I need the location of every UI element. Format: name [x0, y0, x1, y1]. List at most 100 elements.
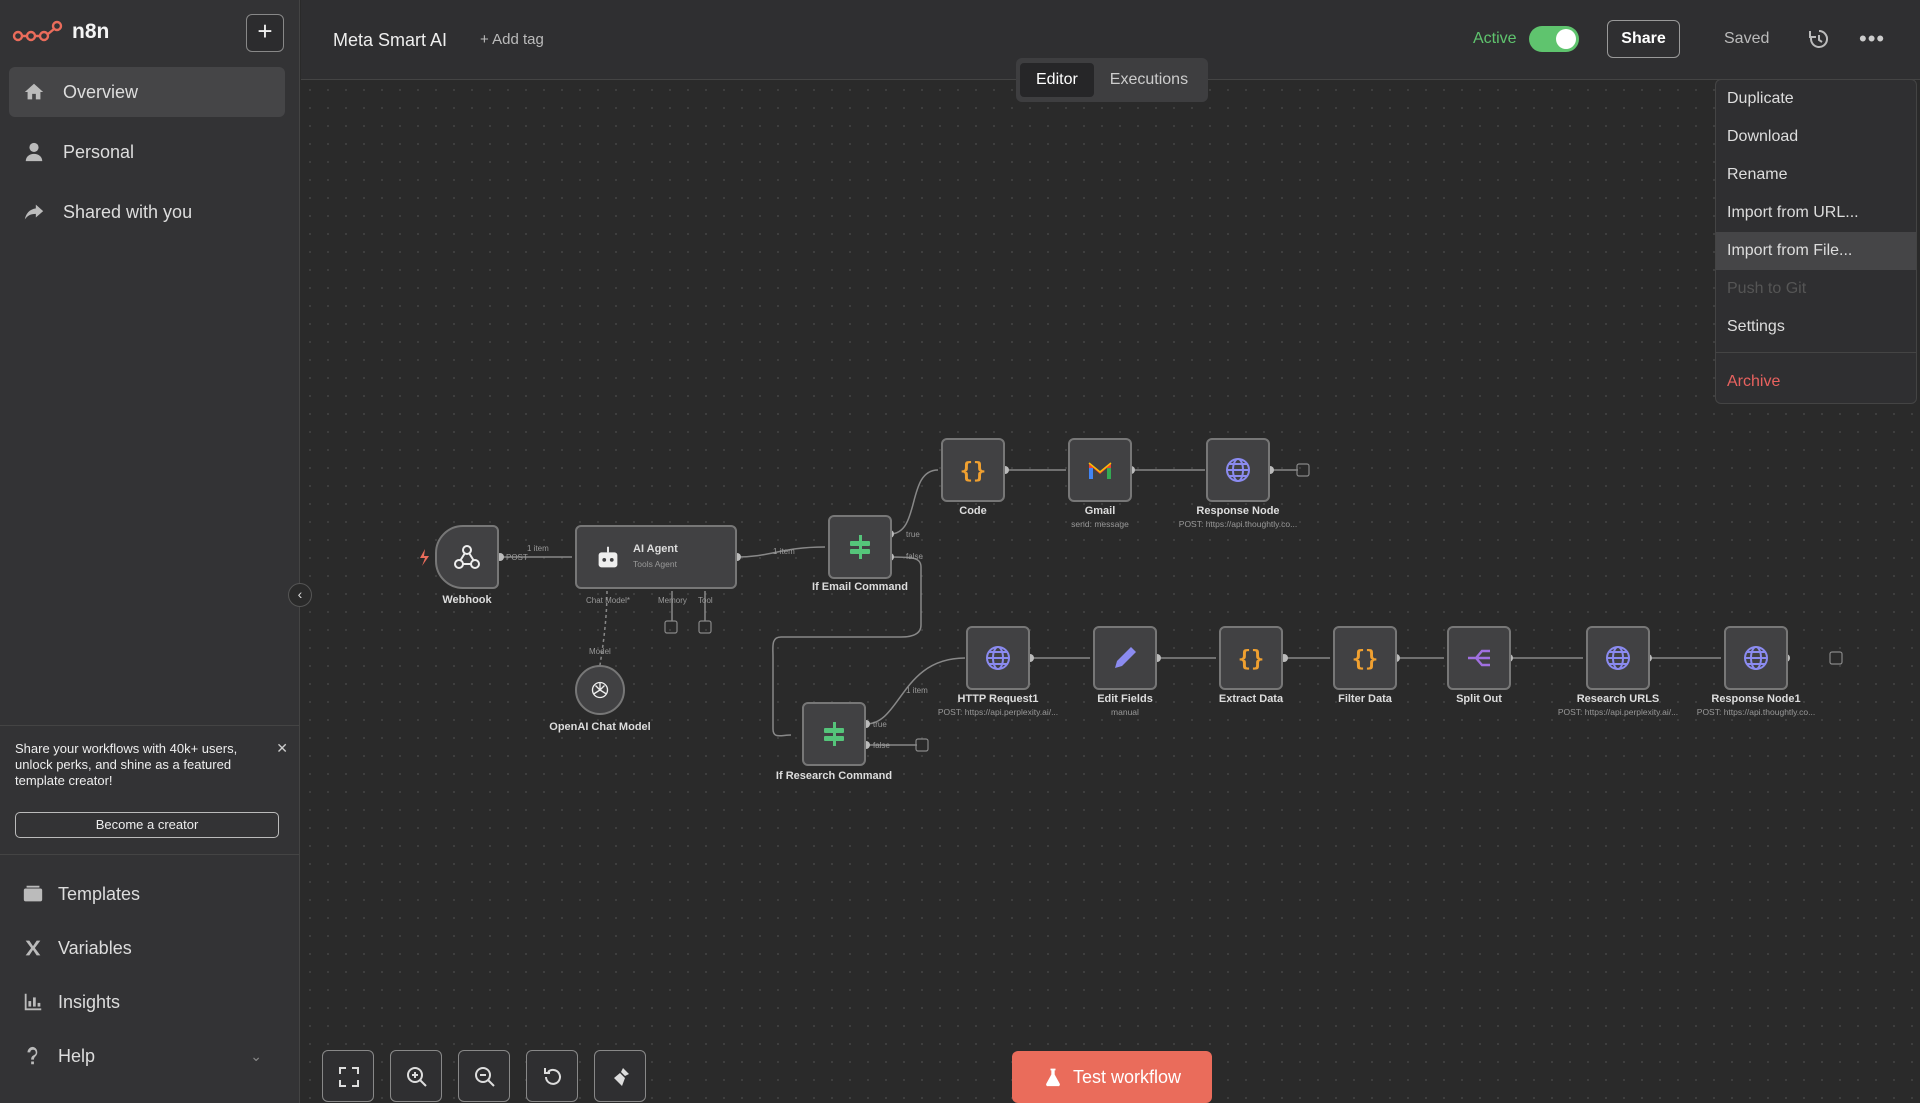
gmail-node[interactable]	[1068, 438, 1132, 502]
node-label: Response Node	[1196, 505, 1280, 517]
broom-icon	[614, 1068, 629, 1086]
edge-label: 1 item	[527, 544, 549, 553]
edge-label: 1 item	[906, 686, 928, 695]
menu-item-import-file[interactable]: Import from File...	[1716, 232, 1916, 270]
share-icon	[24, 204, 44, 220]
menu-item-rename[interactable]: Rename	[1727, 166, 1788, 183]
gmail-icon	[1088, 462, 1112, 479]
n8n-logo-icon	[12, 20, 63, 42]
workflow-name[interactable]: Meta Smart AI	[333, 30, 448, 50]
globe-icon	[1606, 646, 1630, 670]
openai-chat-model-node[interactable]	[575, 665, 625, 715]
sidebar-item-shared[interactable]: Shared with you	[9, 187, 285, 237]
if-email-command-node[interactable]	[828, 515, 892, 579]
app-name: n8n	[72, 20, 110, 43]
sidebar-item-personal[interactable]: Personal	[9, 127, 285, 177]
create-button[interactable]: +	[246, 14, 284, 52]
chevron-down-icon: ⌄	[250, 1047, 262, 1064]
menu-item-duplicate[interactable]: Duplicate	[1727, 90, 1794, 107]
n8n-logo[interactable]: n8n	[12, 18, 109, 46]
add-tag-link[interactable]: + Add tag	[480, 31, 544, 48]
history-icon[interactable]	[1807, 27, 1831, 51]
node-label: OpenAI Chat Model	[549, 721, 651, 733]
menu-item-import-url[interactable]: Import from URL...	[1727, 204, 1859, 221]
variables-icon	[25, 940, 41, 956]
code-braces-icon: {}	[1238, 647, 1265, 672]
view-tabs: Editor Executions	[1016, 58, 1208, 102]
webhook-node[interactable]	[435, 525, 499, 589]
node-label: Response Node1	[1711, 693, 1801, 705]
port-label: Memory	[658, 596, 687, 605]
sidebar-item-help[interactable]: Help ⌄	[22, 1045, 262, 1067]
zoom-out-button[interactable]	[458, 1050, 510, 1102]
http-request-node[interactable]	[966, 626, 1030, 690]
node-subtitle: POST: https://api.perplexity.ai/...	[1557, 707, 1679, 717]
response-node-1[interactable]	[1724, 626, 1788, 690]
sidebar-item-label: Overview	[63, 81, 139, 102]
node-subtitle: POST: https://api.thoughtly.co...	[1178, 519, 1298, 529]
promo-text: Share your workflows with 40k+ users, un…	[15, 741, 238, 788]
sidebar-item-overview[interactable]: Overview	[9, 67, 285, 117]
sidebar: n8n + Overview Personal Shared with you …	[0, 0, 300, 1103]
test-workflow-label: Test workflow	[1072, 1066, 1182, 1087]
svg-text:{}: {}	[1352, 647, 1379, 672]
sidebar-item-variables[interactable]: Variables	[22, 937, 132, 959]
node-label: Code	[959, 505, 987, 517]
sidebar-item-insights[interactable]: Insights	[22, 991, 120, 1013]
share-button[interactable]: Share	[1607, 20, 1680, 58]
node-label: If Email Command	[812, 581, 908, 593]
node-label: Webhook	[442, 594, 492, 606]
tidy-up-button[interactable]	[594, 1050, 646, 1102]
code-node[interactable]: {}	[941, 438, 1005, 502]
globe-icon	[1744, 646, 1768, 670]
collapse-sidebar-button[interactable]: ‹	[288, 583, 312, 607]
saved-status: Saved	[1724, 30, 1770, 47]
sidebar-item-label: Help	[58, 1045, 96, 1066]
node-label: Edit Fields	[1097, 693, 1153, 705]
code-braces-icon: {}	[1352, 647, 1379, 672]
sidebar-item-label: Insights	[58, 991, 121, 1012]
node-subtitle: Tools Agent	[633, 559, 677, 569]
sidebar-item-templates[interactable]: Templates	[22, 883, 140, 905]
port-label: Tool	[698, 596, 713, 605]
tab-executions[interactable]: Executions	[1109, 71, 1189, 88]
active-toggle[interactable]	[1529, 26, 1579, 52]
menu-item-archive[interactable]: Archive	[1727, 373, 1781, 390]
if-research-command-node[interactable]	[802, 702, 866, 766]
sidebar-item-label: Templates	[58, 883, 141, 904]
sidebar-item-label: Variables	[58, 937, 132, 958]
node-subtitle: POST: https://api.thoughtly.co...	[1696, 707, 1816, 717]
edit-fields-node[interactable]	[1093, 626, 1157, 690]
workflow-canvas[interactable]: 1 item POST 1 item true false 1 item tru…	[301, 81, 1920, 1103]
true-label: true	[906, 530, 920, 539]
zoom-out-icon	[475, 1067, 495, 1087]
split-out-node[interactable]	[1447, 626, 1511, 690]
help-icon	[27, 1046, 38, 1065]
globe-icon	[986, 646, 1010, 670]
home-icon	[24, 83, 44, 100]
pencil-icon	[1115, 647, 1136, 668]
research-urls-node[interactable]	[1586, 626, 1650, 690]
filter-data-node[interactable]: {}	[1333, 626, 1397, 690]
ai-agent-node[interactable]: AI Agent Tools Agent	[575, 525, 737, 589]
more-options-icon[interactable]: •••	[1859, 26, 1886, 51]
node-label: HTTP Request1	[957, 693, 1039, 705]
extract-data-node[interactable]: {}	[1219, 626, 1283, 690]
fit-view-button[interactable]	[322, 1050, 374, 1102]
reset-zoom-button[interactable]	[526, 1050, 578, 1102]
zoom-in-button[interactable]	[390, 1050, 442, 1102]
test-workflow-button[interactable]: Test workflow	[1012, 1051, 1212, 1103]
menu-item-settings[interactable]: Settings	[1727, 318, 1785, 335]
close-icon[interactable]: ✕	[276, 740, 288, 756]
if-icon	[824, 722, 844, 746]
sidebar-item-label: Personal	[63, 141, 135, 162]
response-node[interactable]	[1206, 438, 1270, 502]
robot-icon	[598, 546, 618, 568]
sidebar-item-label: Shared with you	[63, 201, 193, 222]
tab-editor[interactable]: Editor	[1020, 63, 1094, 97]
become-creator-button[interactable]: Become a creator	[15, 812, 279, 838]
openai-icon	[591, 681, 609, 699]
node-label: Extract Data	[1218, 693, 1284, 705]
menu-item-download[interactable]: Download	[1727, 128, 1799, 145]
connections	[420, 463, 1843, 752]
